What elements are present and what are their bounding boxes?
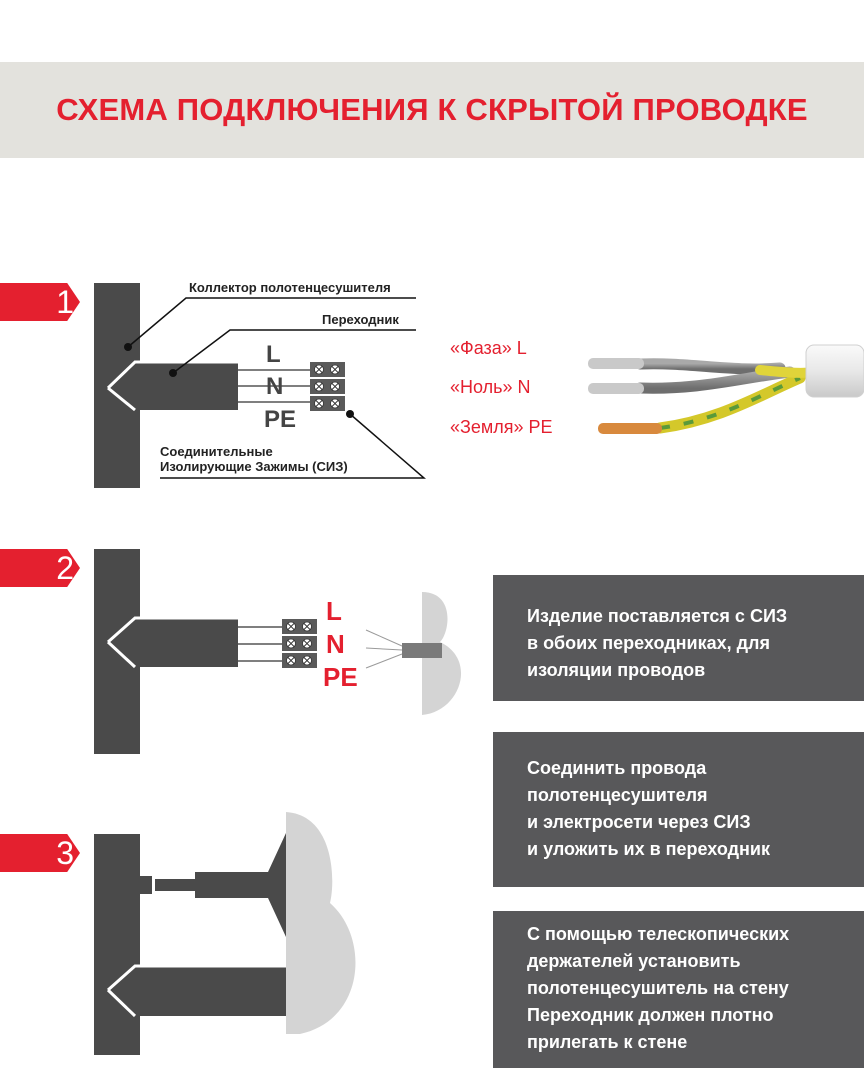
adapter-body <box>108 618 238 667</box>
info-line: Изделие поставляется с СИЗ <box>527 606 788 626</box>
title-banner: СХЕМА ПОДКЛЮЧЕНИЯ К СКРЫТОЙ ПРОВОДКЕ <box>0 62 864 158</box>
adapter-body <box>108 362 238 410</box>
step-1-badge: 1 <box>0 283 80 321</box>
adapter-label: Переходник <box>322 312 399 327</box>
wall-section <box>286 812 356 1034</box>
clamps-label-line1: Соединительные <box>160 444 273 459</box>
info-line: и электросети через СИЗ <box>527 812 751 832</box>
step-2-badge: 2 <box>0 549 80 587</box>
info-line: держателей установить <box>527 951 741 971</box>
info-line: С помощью телескопических <box>527 924 790 944</box>
cable-label-phase: «Фаза» L <box>450 338 527 358</box>
info-box-install: С помощью телескопических держателей уст… <box>493 911 864 1068</box>
holder-flange <box>263 833 286 937</box>
wire-label-n: N <box>266 373 284 400</box>
red-wire-label-l: L <box>326 596 342 626</box>
info-line: изоляции проводов <box>527 660 706 680</box>
step-3-diagram <box>94 812 356 1055</box>
step-3-badge: 3 <box>0 834 80 872</box>
clamp-block <box>310 362 345 411</box>
adapter-body <box>108 966 286 1016</box>
clamp-block <box>282 619 317 668</box>
info-box-connect: Соединить провода полотенцесушителя и эл… <box>493 732 864 887</box>
collector-label: Коллектор полотенцесушителя <box>189 280 391 295</box>
info-box-supply: Изделие поставляется с СИЗ в обоих перех… <box>493 575 864 701</box>
collector-bar <box>94 834 140 1055</box>
info-line: Переходник должен плотно <box>527 1005 774 1025</box>
info-line: прилегать к стене <box>527 1032 688 1052</box>
info-line: Соединить провода <box>527 758 707 778</box>
cable-illustration <box>588 344 864 434</box>
info-line: в обоих переходниках, для <box>527 633 770 653</box>
wire-label-l: L <box>266 341 281 368</box>
info-line: полотенцесушитель на стену <box>527 978 789 998</box>
cable-label-ground: «Земля» PE <box>450 417 553 437</box>
step-1-diagram <box>94 283 864 488</box>
info-line: полотенцесушителя <box>527 785 708 805</box>
info-line: и уложить их в переходник <box>527 839 770 859</box>
clamps-label-line2: Изолирующие Зажимы (СИЗ) <box>160 459 348 474</box>
red-wire-label-n: N <box>326 629 345 659</box>
wire-label-pe: PE <box>264 406 297 433</box>
cable-label-neutral: «Ноль» N <box>450 377 531 397</box>
page-title: СХЕМА ПОДКЛЮЧЕНИЯ К СКРЫТОЙ ПРОВОДКЕ <box>56 92 808 127</box>
step-2-diagram <box>94 549 462 754</box>
red-wire-label-pe: PE <box>323 662 358 692</box>
telescopic-holder <box>155 879 195 891</box>
